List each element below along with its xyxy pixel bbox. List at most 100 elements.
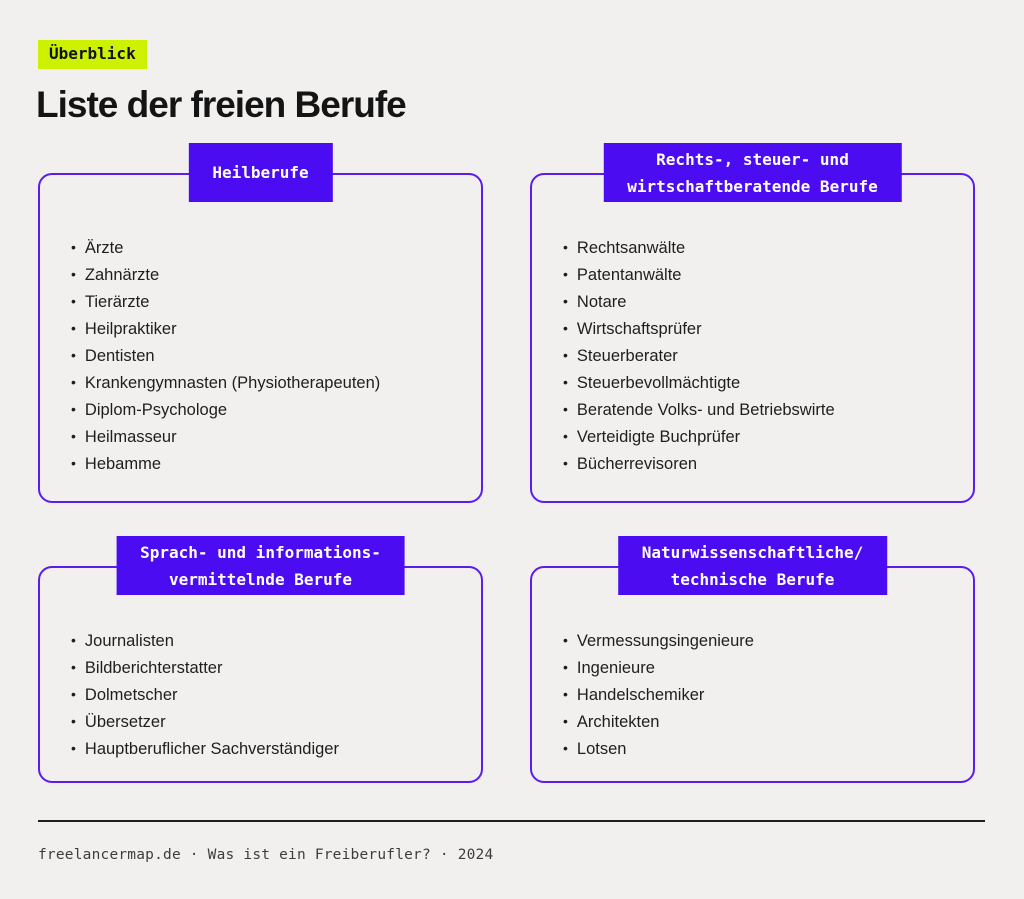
list-item: • Beratende Volks- und Betriebswirte [563, 397, 961, 424]
list-item: • Notare [563, 289, 961, 316]
bullet-icon: • [563, 239, 568, 255]
group-title-line: technische Berufe [670, 569, 835, 589]
bullet-icon: • [563, 347, 568, 363]
list-item-label: Heilmasseur [84, 428, 177, 446]
list-item: • Bildberichterstatter [71, 655, 469, 682]
list-item: • Handelschemiker [563, 682, 961, 709]
bullet-icon: • [71, 293, 76, 309]
list-item-label: Verteidigte Buchprüfer [576, 428, 741, 446]
group-card-heilberufe: Heilberufe • Ärzte •Zahnärzte • Tierärzte … [38, 143, 483, 503]
bullet-icon: • [563, 740, 568, 756]
list-item-label: Dentisten [84, 347, 155, 365]
list-item-label: Patentanwälte [576, 266, 682, 284]
group-title-line: Naturwissenschaftliche/ [641, 542, 864, 562]
bullet-icon: • [563, 713, 568, 729]
list-item-label: Hebamme [84, 455, 162, 473]
group-header-sprachvermittelnde: Sprach- und informations- vermittelnde B… [116, 536, 405, 595]
group-box: • Rechtsanwälte • Patentanwälte • Notare • W… [530, 173, 975, 503]
list-item-label: Tierärzte [84, 293, 150, 311]
group-title-line: wirtschaftberatende Berufe [627, 176, 878, 196]
bullet-icon: • [71, 266, 76, 282]
bullet-icon: • [563, 428, 568, 444]
bullet-icon: • [71, 428, 76, 444]
list-item: •Steuerberater [563, 343, 961, 370]
list-item-label: Heilpraktiker [84, 320, 177, 338]
list-item: • Wirtschaftsprüfer [563, 316, 961, 343]
list-item: • Lotsen [563, 736, 961, 763]
list-item: • Patentanwälte [563, 262, 961, 289]
bullet-icon: • [71, 374, 76, 390]
list-item-label: Lotsen [576, 740, 627, 758]
list-item: •Journalisten [71, 628, 469, 655]
profession-list: • Ärzte •Zahnärzte • Tierärzte • Heilprakti… [40, 175, 481, 478]
list-item: • Architekten [563, 709, 961, 736]
list-item-label: Journalisten [84, 632, 174, 650]
list-item: •Zahnärzte [71, 262, 469, 289]
list-item: • Hauptberuflicher Sachverständiger [71, 736, 469, 763]
list-item-label: Hauptberuflicher Sachverständiger [84, 740, 339, 758]
list-item-label: Rechtsanwälte [576, 239, 686, 257]
list-item-label: Übersetzer [84, 713, 166, 731]
list-item: • Dolmetscher [71, 682, 469, 709]
bullet-icon: • [563, 455, 568, 471]
list-item: • Hebamme [71, 451, 469, 478]
group-box: • Vermessungsingenieure • Ingenieure • Hand… [530, 566, 975, 783]
list-item-label: Notare [576, 293, 627, 311]
list-item-label: Krankengymnasten (Physiotherapeuten) [84, 374, 381, 392]
list-item-label: Vermessungsingenieure [576, 632, 754, 650]
list-item: • Übersetzer [71, 709, 469, 736]
bullet-icon: • [71, 713, 76, 729]
bullet-icon: • [563, 320, 568, 336]
list-item-label: Bildberichterstatter [84, 659, 223, 677]
list-item-label: Diplom-Psychologe [84, 401, 228, 419]
list-item: • Diplom-Psychologe [71, 397, 469, 424]
list-item: • Vermessungsingenieure [563, 628, 961, 655]
list-item-label: Handelschemiker [576, 686, 705, 704]
list-item-label: Dolmetscher [84, 686, 178, 704]
list-item: • Krankengymnasten (Physiotherapeuten) [71, 370, 469, 397]
list-item: • Steuerbevollmächtigte [563, 370, 961, 397]
group-title-line: vermittelnde Berufe [168, 569, 353, 589]
list-item: •Bücherrevisoren [563, 451, 961, 478]
group-card-sprachvermittelnde: Sprach- und informations- vermittelnde B… [38, 536, 483, 783]
bullet-icon: • [563, 686, 568, 702]
bullet-icon: • [71, 401, 76, 417]
group-header-rechtsberatende: Rechts-, steuer- und wirtschaftberatende… [603, 143, 902, 202]
list-item: • Ärzte [71, 235, 469, 262]
bullet-icon: • [563, 293, 568, 309]
bullet-icon: • [71, 320, 76, 336]
list-item: • Heilmasseur [71, 424, 469, 451]
bullet-icon: • [71, 455, 76, 471]
bullet-icon: • [563, 632, 568, 648]
page-title: Liste der freien Berufe [36, 84, 407, 125]
group-card-rechtsberatende: Rechts-, steuer- und wirtschaftberatende… [530, 143, 975, 503]
group-title-line: Rechts-, steuer- und [656, 149, 849, 169]
list-item-label: Wirtschaftsprüfer [576, 320, 702, 338]
footer-source: freelancermap.de · Was ist ein Freiberuf… [38, 847, 494, 863]
bullet-icon: • [563, 266, 568, 282]
group-title-line: Sprach- und informations- [140, 542, 381, 562]
list-item-label: Architekten [576, 713, 660, 731]
bullet-icon: • [563, 401, 568, 417]
bullet-icon: • [71, 740, 76, 756]
bullet-icon: • [71, 686, 76, 702]
bullet-icon: • [71, 239, 76, 255]
group-header-naturwissenschaftliche: Naturwissenschaftliche/ technische Beruf… [617, 536, 888, 595]
bullet-icon: • [71, 347, 76, 363]
profession-list: •Journalisten •Bildberichterstatter •Dol… [40, 568, 481, 763]
group-box: • Ärzte •Zahnärzte • Tierärzte • Heilprakti… [38, 173, 483, 503]
list-item-label: Steuerbevollmächtigte [576, 374, 741, 392]
bullet-icon: • [71, 659, 76, 675]
profession-list: • Rechtsanwälte • Patentanwälte • Notare • W… [532, 175, 973, 478]
overview-badge: Überblick [38, 40, 147, 69]
list-item-label: Ärzte [84, 239, 124, 257]
list-item-label: Ingenieure [576, 659, 655, 677]
list-item: • Dentisten [71, 343, 469, 370]
list-item: • Ingenieure [563, 655, 961, 682]
list-item: • Rechtsanwälte [563, 235, 961, 262]
bullet-icon: • [563, 659, 568, 675]
group-header-heilberufe: Heilberufe [188, 143, 333, 202]
list-item: • Tierärzte [71, 289, 469, 316]
bullet-icon: • [563, 374, 568, 390]
list-item-label: Beratende Volks- und Betriebswirte [576, 401, 835, 419]
